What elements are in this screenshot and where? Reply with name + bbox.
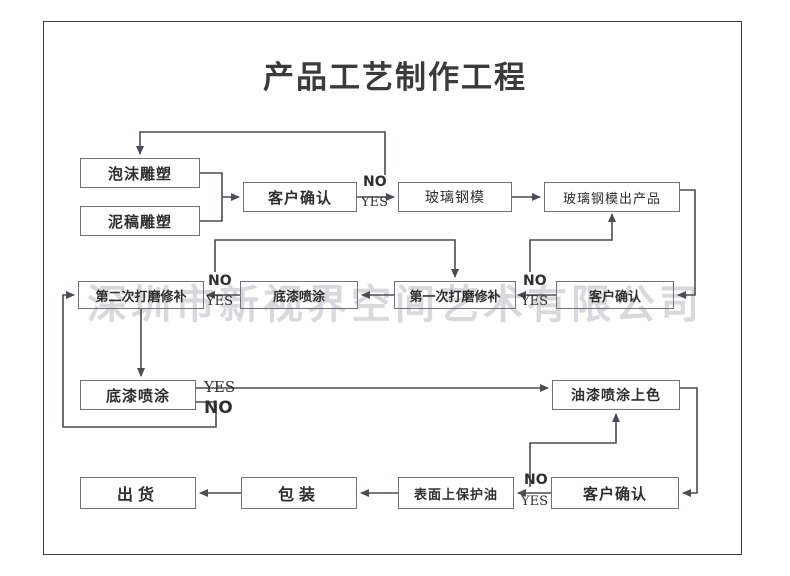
node-kehu-queren-1[interactable]: 客户确认 (243, 182, 357, 212)
diagram-frame (43, 21, 742, 555)
node-chuhuo[interactable]: 出货 (80, 477, 196, 509)
label-yes-5: YES (521, 494, 548, 509)
label-no-3: NO (523, 273, 547, 289)
node-paomo-diaosu[interactable]: 泡沫雕塑 (80, 158, 200, 188)
node-kehu-queren-3[interactable]: 客户确认 (551, 477, 679, 509)
diagram-title: 产品工艺制作工程 (263, 60, 527, 96)
node-kehu-queren-2[interactable]: 客户确认 (556, 281, 674, 309)
node-boli-gangmo-chuchanpin[interactable]: 玻璃钢模出产品 (544, 182, 680, 212)
label-yes-3: YES (521, 294, 548, 309)
label-yes-1: YES (361, 195, 388, 210)
node-baozhuang[interactable]: 包装 (241, 477, 357, 509)
node-diqi-pentu-1[interactable]: 底漆喷涂 (240, 281, 358, 309)
node-dier-ci-damo-xiubu[interactable]: 第二次打磨修补 (78, 281, 204, 309)
label-no-5: NO (524, 472, 548, 488)
label-no-1: NO (363, 174, 387, 190)
label-no-4: NO (204, 398, 233, 418)
node-diyi-ci-damo-xiubu[interactable]: 第一次打磨修补 (394, 281, 516, 309)
node-biaomian-shang-baohuyou[interactable]: 表面上保护油 (398, 477, 514, 509)
node-diqi-pentu-2[interactable]: 底漆喷涂 (80, 380, 196, 410)
label-yes-4: YES (204, 378, 236, 396)
label-no-2: NO (208, 273, 232, 289)
node-youqi-pentu-shangse[interactable]: 油漆喷涂上色 (552, 380, 680, 410)
label-yes-2: YES (206, 294, 233, 309)
node-nigao-diaosu[interactable]: 泥稿雕塑 (80, 206, 200, 236)
node-boli-gangmo[interactable]: 玻璃钢模 (398, 182, 512, 212)
